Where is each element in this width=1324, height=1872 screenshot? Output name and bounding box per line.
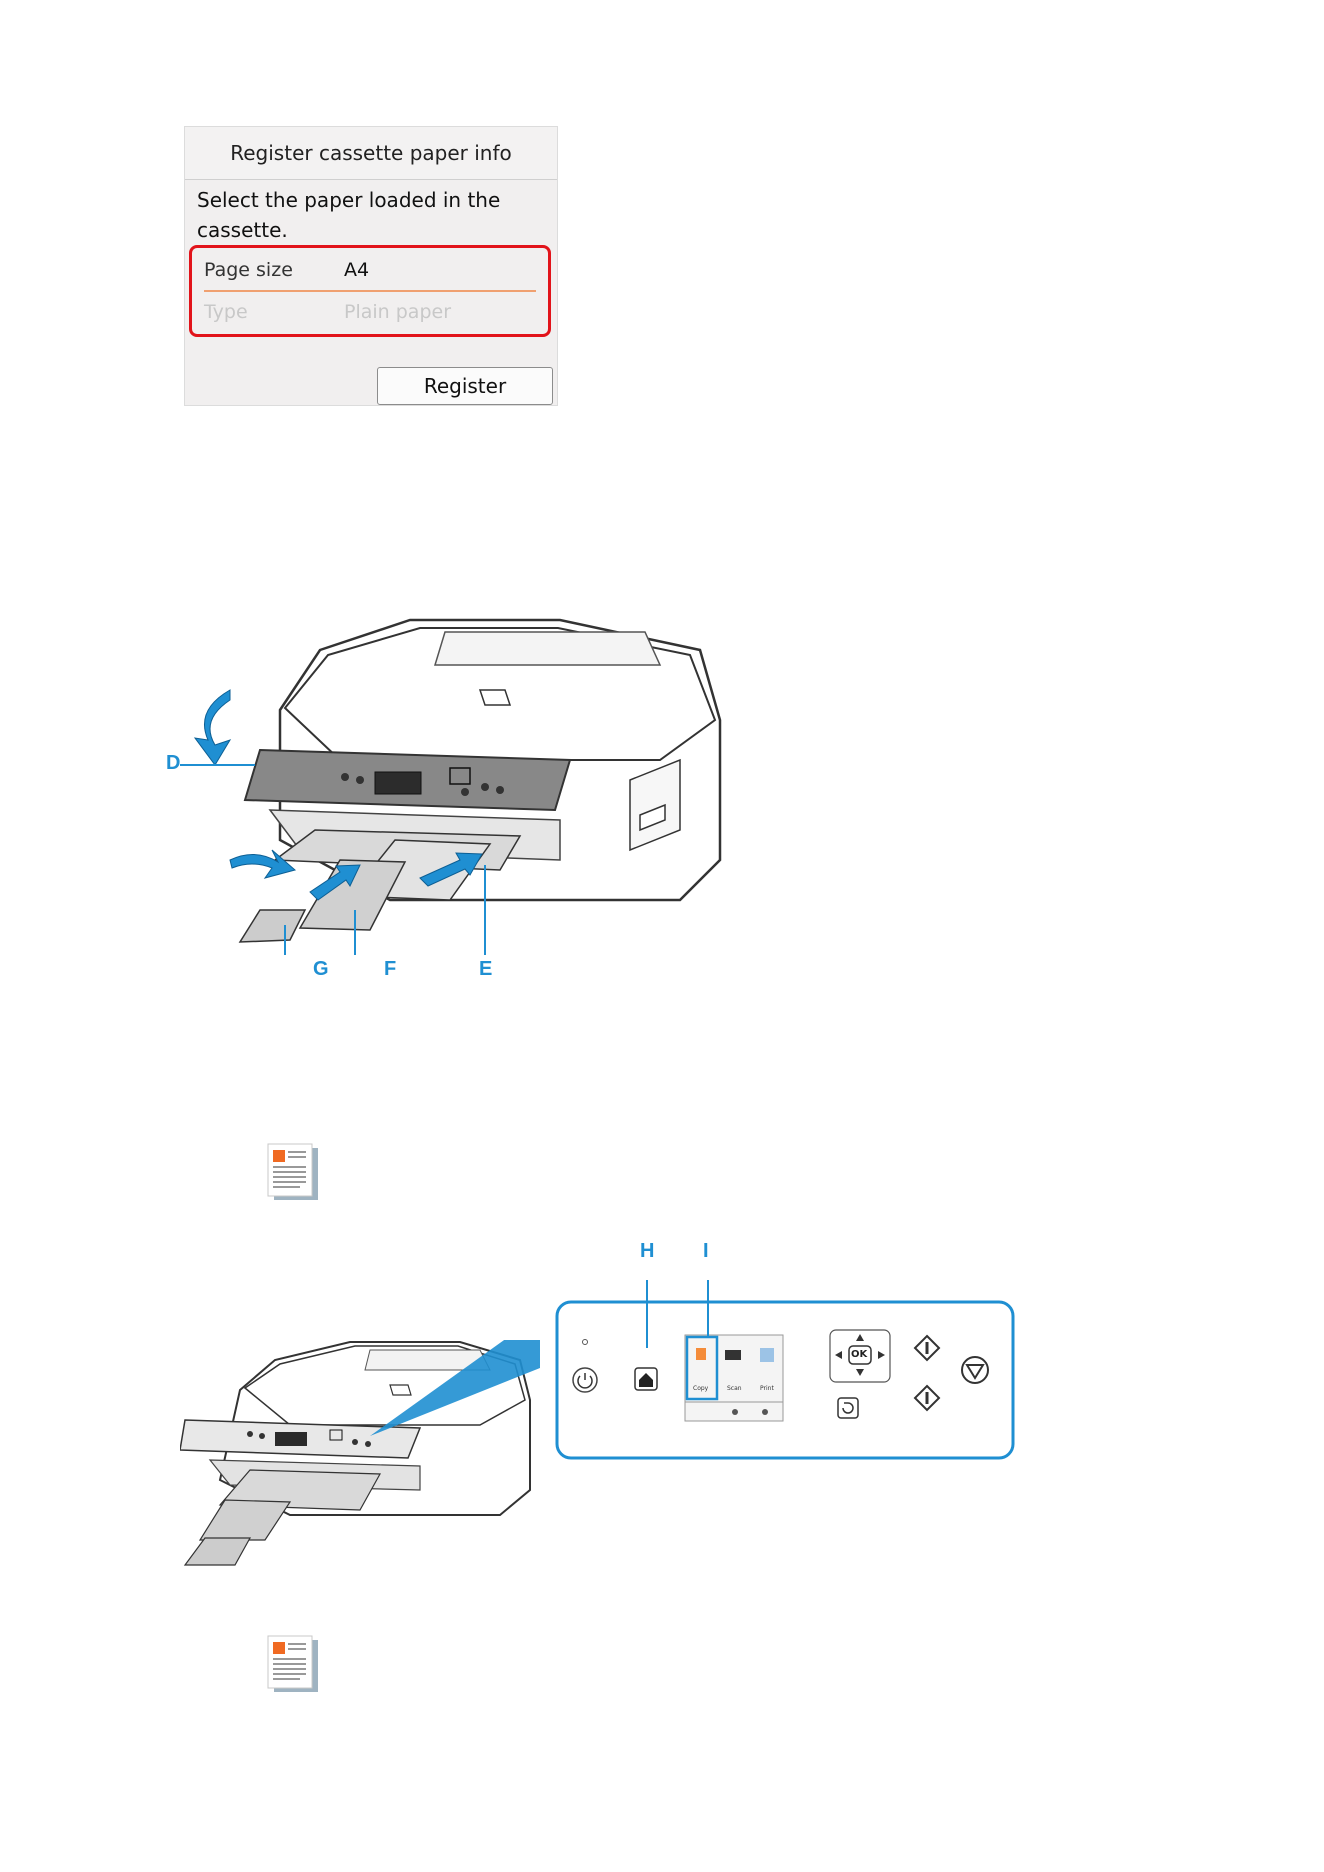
callout-lines [600, 1260, 720, 1350]
panel-scan-label: Scan [727, 1385, 742, 1392]
label-i: I [703, 1240, 709, 1263]
printer-trays-illustration [160, 610, 760, 1030]
type-label: Type [204, 292, 344, 332]
register-cassette-screen: Register cassette paper info Select the … [184, 126, 558, 406]
label-g: G [313, 958, 329, 981]
panel-copy-label: Copy [693, 1385, 708, 1392]
screen-title: Register cassette paper info [185, 127, 557, 180]
panel-print-label: Print [760, 1385, 774, 1392]
page-size-label: Page size [204, 250, 344, 290]
type-value: Plain paper [344, 301, 451, 323]
document-icon [262, 1632, 326, 1696]
printer-small-illustration [180, 1340, 540, 1580]
document-icon [262, 1140, 326, 1204]
register-button[interactable]: Register [377, 367, 553, 405]
label-h: H [640, 1240, 654, 1263]
panel-ok-label: OK [851, 1349, 867, 1360]
screen-message: Select the paper loaded in the cassette. [197, 185, 537, 245]
label-e: E [479, 958, 492, 981]
label-f: F [384, 958, 396, 981]
page-size-value: A4 [344, 259, 369, 281]
label-d: D [166, 752, 180, 775]
